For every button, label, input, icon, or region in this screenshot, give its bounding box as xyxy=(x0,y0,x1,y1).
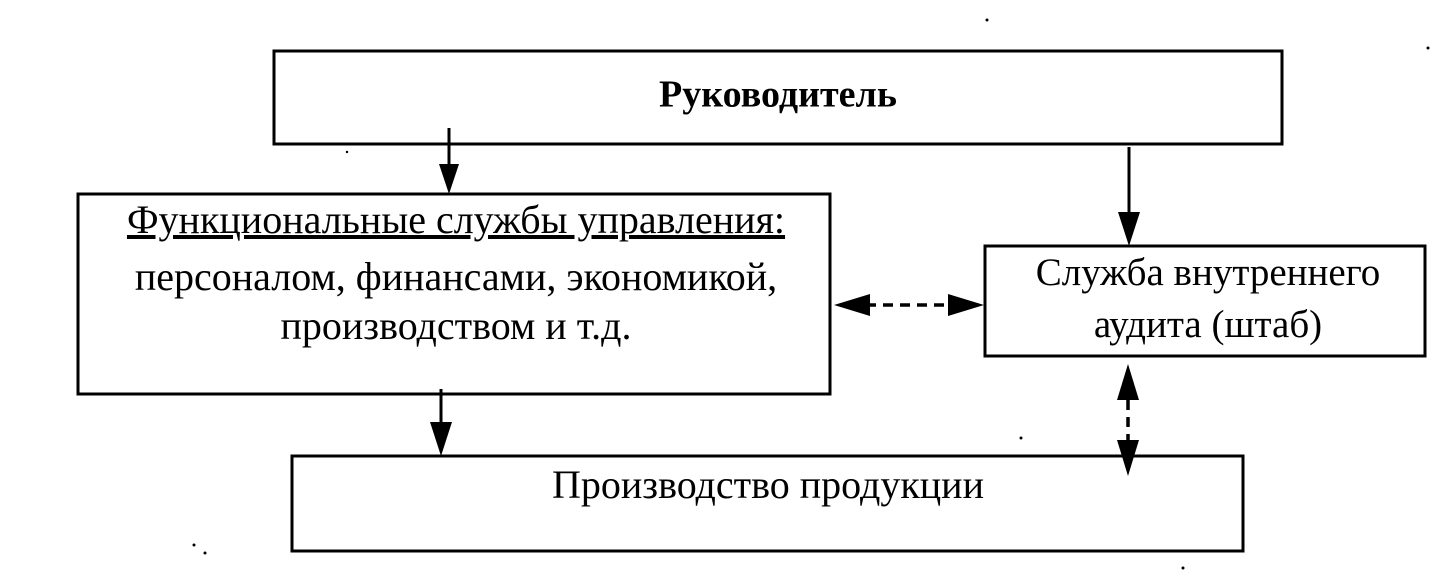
internal-audit-line1: Служба внутреннего xyxy=(1036,251,1381,294)
internal-audit-node: Служба внутреннего аудита (штаб) xyxy=(983,244,1427,358)
scan-noise xyxy=(192,18,1430,570)
arrow-tip-up xyxy=(1117,364,1139,400)
arrow-tip-left xyxy=(834,294,870,316)
production-label: Производство продукции xyxy=(552,462,984,507)
arrow-tip-down xyxy=(430,422,452,456)
functional-services-box xyxy=(76,192,832,396)
head-node: Руководитель xyxy=(272,49,1284,146)
production-box xyxy=(290,454,1245,553)
internal-audit-line2: аудита (штаб) xyxy=(1094,303,1322,346)
arrow-audit-production-bidirectional xyxy=(1117,364,1139,476)
production-node: Производство продукции xyxy=(290,454,1245,553)
arrow-tip-right xyxy=(948,294,984,316)
arrow-tip-down xyxy=(1117,440,1139,476)
functional-services-line1: персоналом, финансами, экономикой, xyxy=(135,254,777,299)
internal-audit-box xyxy=(983,244,1427,358)
arrow-head-to-functional xyxy=(439,128,459,194)
functional-services-title: Функциональные службы управления: xyxy=(127,197,785,242)
arrow-head-to-audit xyxy=(1118,147,1140,246)
functional-services-node: Функциональные службы управления: персон… xyxy=(76,192,832,396)
arrow-tip-down xyxy=(439,164,459,194)
arrow-functional-to-production xyxy=(430,389,452,456)
head-box xyxy=(272,49,1284,146)
arrow-functional-audit-bidirectional xyxy=(834,294,984,316)
functional-services-line2: производством и т.д. xyxy=(280,303,631,348)
arrow-tip-down xyxy=(1118,212,1140,246)
head-label: Руководитель xyxy=(659,74,897,116)
